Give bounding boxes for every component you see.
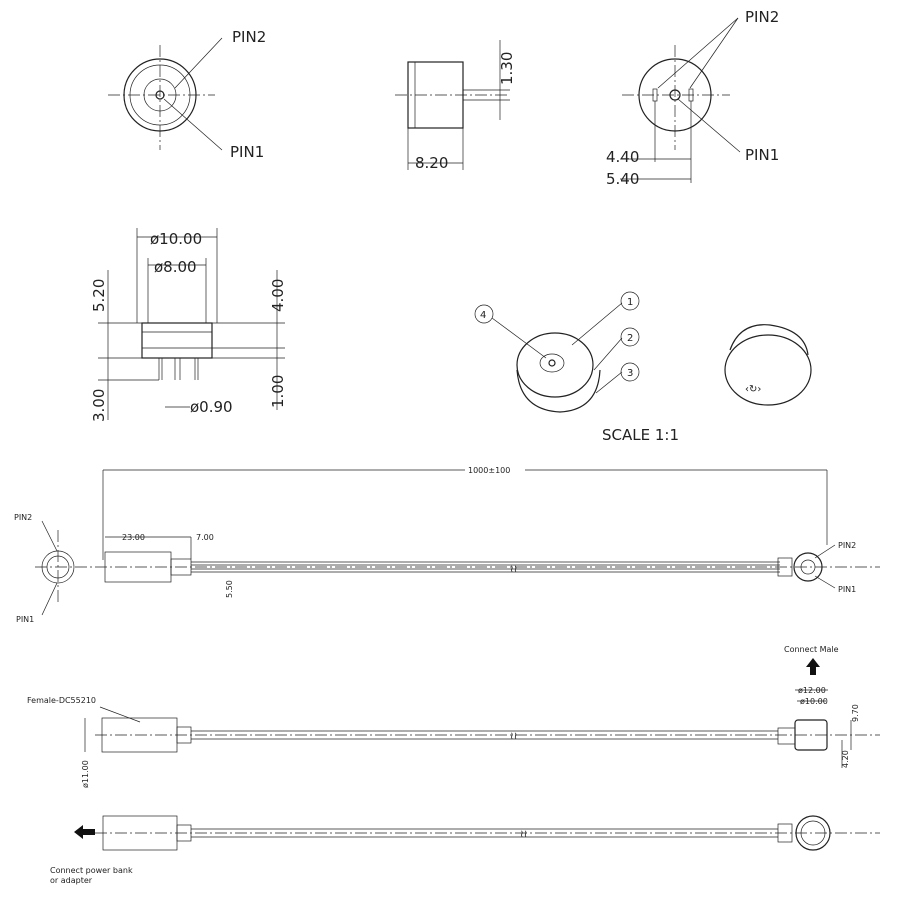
note-line1: Connect power bank [50,866,133,875]
dim-cable: 5.50 [225,580,234,598]
isometric-view: 4 1 2 3 ‹↻› SCALE 1:1 [474,291,812,444]
back-pin1-label: PIN1 [745,146,779,164]
dim-pin-len: 3.00 [90,389,108,422]
arrow-up-icon [806,658,820,675]
break-symbol: ≀≀ [510,731,518,742]
scale-label: SCALE 1:1 [602,426,679,444]
dia-outer: ø10.00 [150,230,202,248]
height-420: 4.20 [841,750,850,768]
pin-symbol: ‹↻› [745,384,761,395]
height-970: 9.70 [851,704,860,722]
section-view: ø10.00 ø8.00 5.20 3.00 4.00 1.00 ø0.90 [90,228,287,422]
dia-12: ø12.00 [798,686,826,695]
pin1-label: PIN1 [230,143,264,161]
dim-h-body: 4.00 [269,279,287,312]
balloon-2: 2 [627,333,633,344]
dim-base: 1.00 [269,375,287,408]
cable-drawing-2: Connect Male ø12.00 ø10.00 9.70 4.20 Fem… [27,645,880,788]
dim-body: 23.00 [122,533,145,542]
pin2-label: PIN2 [232,28,266,46]
dim-length: 1000±100 [468,466,510,475]
cable-drawing-3: ≀≀ Connect power bank or adapter [50,815,880,885]
right-pin2-label: PIN2 [838,541,856,550]
dia-10: ø10.00 [800,697,828,706]
break-symbol: ≀≀ [510,564,518,575]
right-pin1-label: PIN1 [838,585,856,594]
balloon-3: 3 [627,368,633,379]
dia-11: ø11.00 [81,760,90,788]
dim-h-total: 5.20 [90,279,108,312]
dim-length: 8.20 [415,154,448,172]
front-view: PIN2 PIN1 [108,28,266,161]
dia-inner: ø8.00 [154,258,197,276]
dim-a: 4.40 [606,148,639,166]
back-pin2-label: PIN2 [745,8,779,26]
side-view: 1.30 8.20 [395,40,516,172]
left-pin1-label: PIN1 [16,615,34,624]
note-line2: or adapter [50,876,93,885]
dim-b: 5.40 [606,170,639,188]
dim-pin-dia: ø0.90 [190,398,233,416]
balloon-4: 4 [480,310,486,321]
arrow-left-icon [74,825,95,839]
dim-neck: 7.00 [196,533,214,542]
break-symbol: ≀≀ [520,829,528,840]
cable-drawing-1: 1000±100 PIN2 PIN1 23.00 7.00 5.50 ≀≀ PI… [14,464,880,624]
back-view: PIN2 PIN1 4.40 5.40 [606,8,779,188]
left-pin2-label: PIN2 [14,513,32,522]
connect-male-label: Connect Male [784,645,839,654]
female-label: Female-DC55210 [27,696,96,705]
balloon-1: 1 [627,297,633,308]
dim-pin: 1.30 [498,52,516,85]
